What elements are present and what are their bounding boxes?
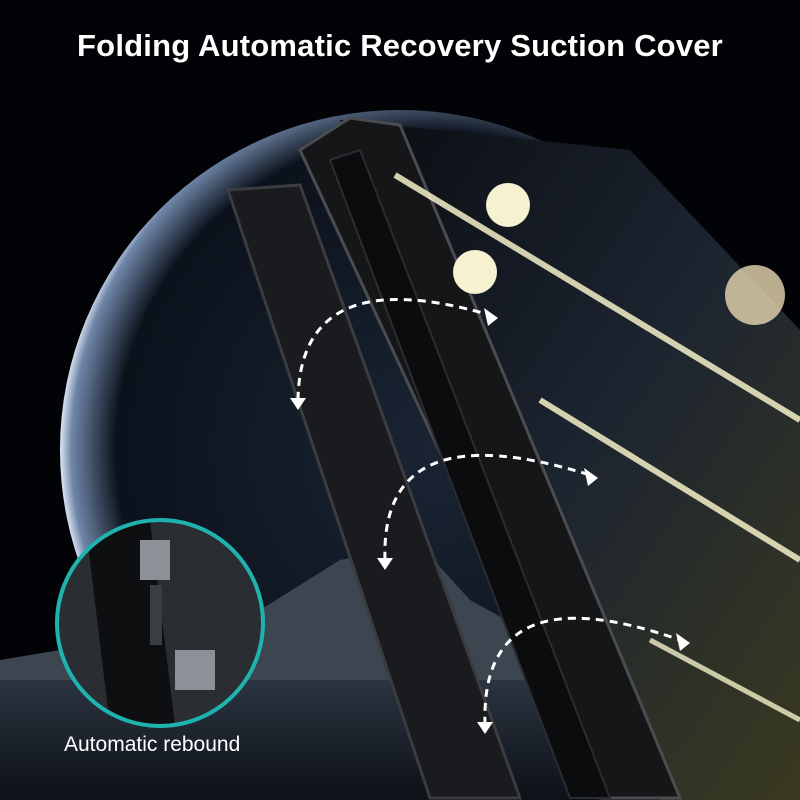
screen-highlight	[648, 637, 800, 723]
arrowhead-icon	[477, 722, 493, 734]
rotation-arrow	[383, 453, 591, 561]
headline: Folding Automatic Recovery Suction Cover	[77, 28, 723, 63]
screen-highlight	[393, 172, 800, 423]
inset-caption: Automatic rebound	[64, 733, 241, 756]
bokeh	[453, 250, 497, 294]
phone-hinge	[328, 148, 612, 799]
arrowhead-icon	[290, 398, 306, 410]
screen-highlight	[538, 397, 800, 563]
arrowhead-icon	[484, 308, 498, 326]
arrowhead-icon	[377, 558, 393, 570]
inset-ring	[55, 518, 265, 728]
case-flap	[225, 183, 523, 800]
bokeh	[486, 183, 530, 227]
rotation-arrow	[296, 297, 491, 401]
arrowhead-icon	[676, 633, 690, 651]
arrowhead-icon	[584, 468, 598, 486]
inset-detail	[57, 520, 263, 726]
bokeh	[725, 265, 785, 325]
rotation-arrow	[483, 616, 681, 726]
